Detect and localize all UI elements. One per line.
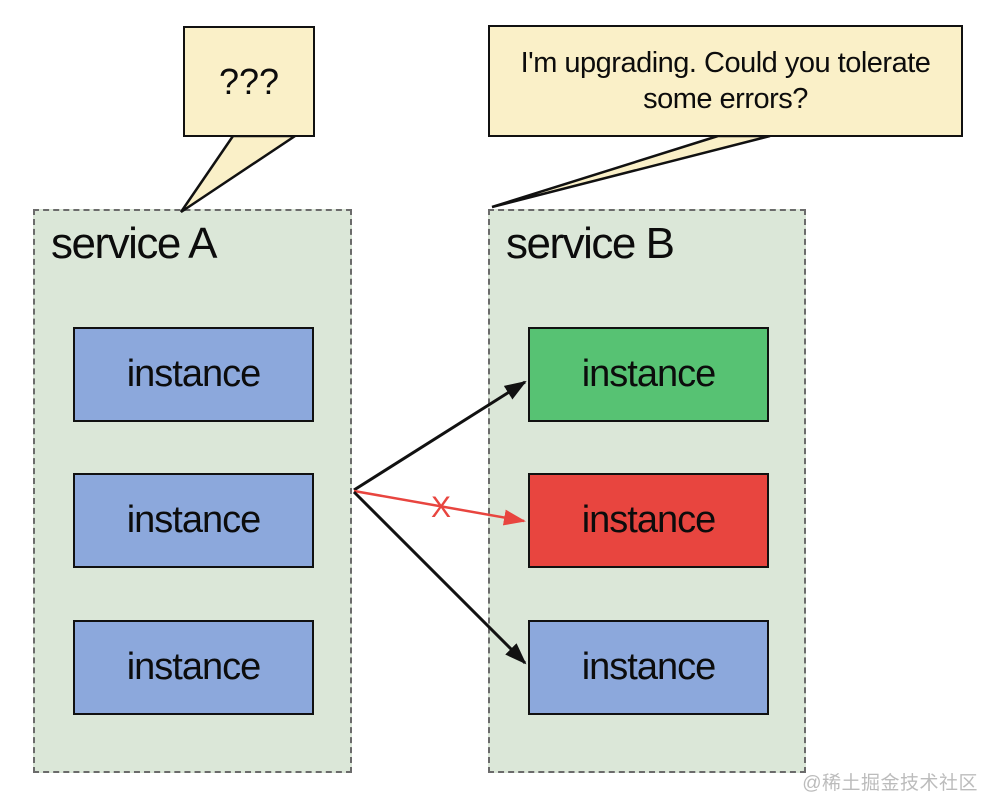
instance-label: instance (581, 499, 717, 541)
question-bubble-tail (179, 134, 300, 214)
service-a-instance-2: instance (73, 473, 314, 568)
service-a-panel: service A instance instance instance (33, 209, 352, 773)
instance-label: instance (126, 646, 262, 688)
service-a-instance-3: instance (73, 620, 314, 715)
upgrade-bubble-line1: I'm upgrading. Could you tolerate (520, 47, 931, 79)
question-speech-bubble: ??? (183, 26, 315, 137)
upgrade-bubble-tail (491, 134, 771, 209)
service-b-title: service B (506, 219, 675, 268)
instance-label: instance (126, 353, 262, 395)
service-a-title: service A (51, 219, 218, 268)
service-b-instance-green: instance (528, 327, 769, 422)
instance-label: instance (581, 646, 717, 688)
instance-label: instance (126, 499, 262, 541)
upgrade-bubble-line2: some errors? (643, 83, 808, 115)
service-a-instance-1: instance (73, 327, 314, 422)
upgrade-speech-bubble: I'm upgrading. Could you tolerate some e… (488, 25, 963, 137)
service-b-instance-red: instance (528, 473, 769, 568)
blocked-x-label: X (431, 491, 451, 524)
instance-label: instance (581, 353, 717, 395)
watermark: @稀土掘金技术社区 (802, 773, 978, 794)
service-b-instance-blue: instance (528, 620, 769, 715)
question-bubble-text: ??? (218, 60, 280, 102)
service-b-panel: service B instance instance instance (488, 209, 806, 773)
